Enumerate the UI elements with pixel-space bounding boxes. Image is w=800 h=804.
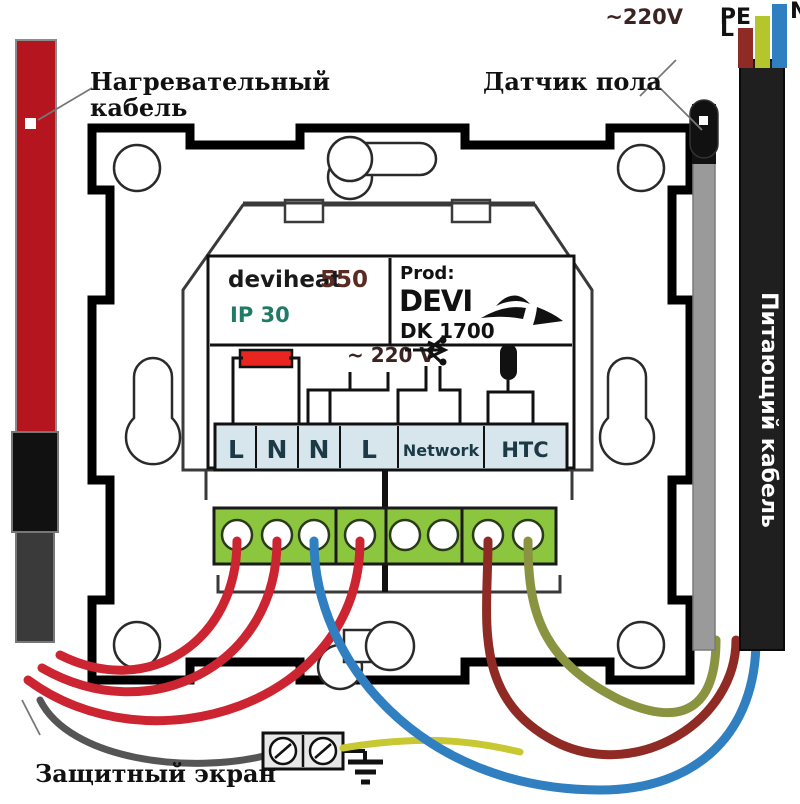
callout-leader-lines <box>21 59 703 736</box>
heating-cable-marker <box>25 118 36 129</box>
heating-cable-joint-sleeve <box>11 431 59 533</box>
screw-terminal-5 <box>388 518 422 552</box>
mounting-hole-top-right <box>616 143 666 193</box>
devi-swoosh-icon <box>481 295 563 325</box>
wire-neutral-blue <box>309 536 761 795</box>
supply-cable: Питающий кабель <box>739 59 785 651</box>
terminal-label-network: Network <box>403 441 480 460</box>
body-tab-right <box>450 198 492 224</box>
heating-cable-lower-sleeve <box>15 531 55 643</box>
supply-cable-jacket <box>739 59 785 651</box>
supply-cable-wires <box>309 536 761 795</box>
floor-sensor-cable <box>692 129 716 651</box>
callout-heating-cable-line1: Нагревательный <box>90 67 330 96</box>
frame-vertical-slots <box>124 356 656 466</box>
network-bus-symbol <box>396 336 462 424</box>
shield-terminal-block[interactable] <box>261 731 345 771</box>
terminal-label-l2: L <box>361 435 377 464</box>
wire-heating-1 <box>55 536 242 675</box>
mains-label-pe: PE <box>720 5 751 30</box>
brand-text: DEVI <box>399 284 472 318</box>
terminal-label-n2: N <box>309 435 330 464</box>
heating-cable-red-section <box>15 39 57 433</box>
callout-floor-sensor: Датчик пола <box>483 67 662 96</box>
ac-mains-caption: ~ 220 V <box>347 343 435 367</box>
mounting-hole-top-left <box>112 143 162 193</box>
leader-heating-cable <box>37 87 93 121</box>
terminal-label-strip <box>213 422 569 472</box>
mains-label-l: L <box>720 17 734 42</box>
product-name-text: deviheat <box>228 267 341 293</box>
screw-terminal-block <box>212 506 558 566</box>
mains-label-n: N <box>790 0 800 24</box>
terminal-label-n1: N <box>267 435 288 464</box>
floor-sensor <box>689 99 719 651</box>
terminal-label-htc: HTC <box>501 438 548 462</box>
terminal-label-l1: L <box>228 435 244 464</box>
screw-terminal-6 <box>426 518 460 552</box>
floor-sensor-marker <box>699 116 708 125</box>
body-lower-neck <box>204 470 574 594</box>
body-tab-left <box>283 198 325 224</box>
callout-heating-cable-line2: кабель <box>90 93 187 122</box>
frame-keyhole-slots <box>316 135 438 691</box>
heating-cable <box>11 39 59 643</box>
heater-element-symbol <box>231 348 301 424</box>
wire-heating-3 <box>23 536 365 726</box>
brand-code-text: DK 1700 <box>400 319 495 343</box>
mounting-hole-bottom-right <box>616 620 666 670</box>
heating-cable-leads <box>23 536 365 726</box>
mains-stub-n <box>772 4 787 68</box>
wire-earth-olive <box>523 536 721 718</box>
mains-stub-pe <box>755 16 770 68</box>
wire-heating-2 <box>37 536 282 697</box>
leader-floor-sensor <box>659 87 703 131</box>
mains-stub-l <box>738 28 753 68</box>
callout-protective-screen: Защитный экран <box>35 759 276 788</box>
mains-wire-stubs <box>738 4 787 68</box>
mains-voltage-label: ~220V <box>605 5 683 29</box>
floor-sensor-probe-tip <box>689 99 719 159</box>
frame-mounting-holes <box>112 143 666 670</box>
product-number-text: 550 <box>320 267 368 293</box>
wire-line-dark-red <box>482 536 741 760</box>
sensor-probe-symbol <box>486 344 535 424</box>
supply-cable-label: Питающий кабель <box>756 292 781 528</box>
prod-caption-text: Prod: <box>400 263 455 284</box>
leader-mains <box>639 59 677 97</box>
leader-protective-screen <box>21 699 41 736</box>
ip-rating-text: IP 30 <box>230 303 290 327</box>
protective-screen-wire <box>36 696 272 767</box>
ac-mains-symbol <box>306 372 390 424</box>
earth-ground-symbol <box>343 749 383 785</box>
screw-terminal-holes <box>220 518 545 552</box>
wire-shield-to-pe <box>339 736 524 756</box>
